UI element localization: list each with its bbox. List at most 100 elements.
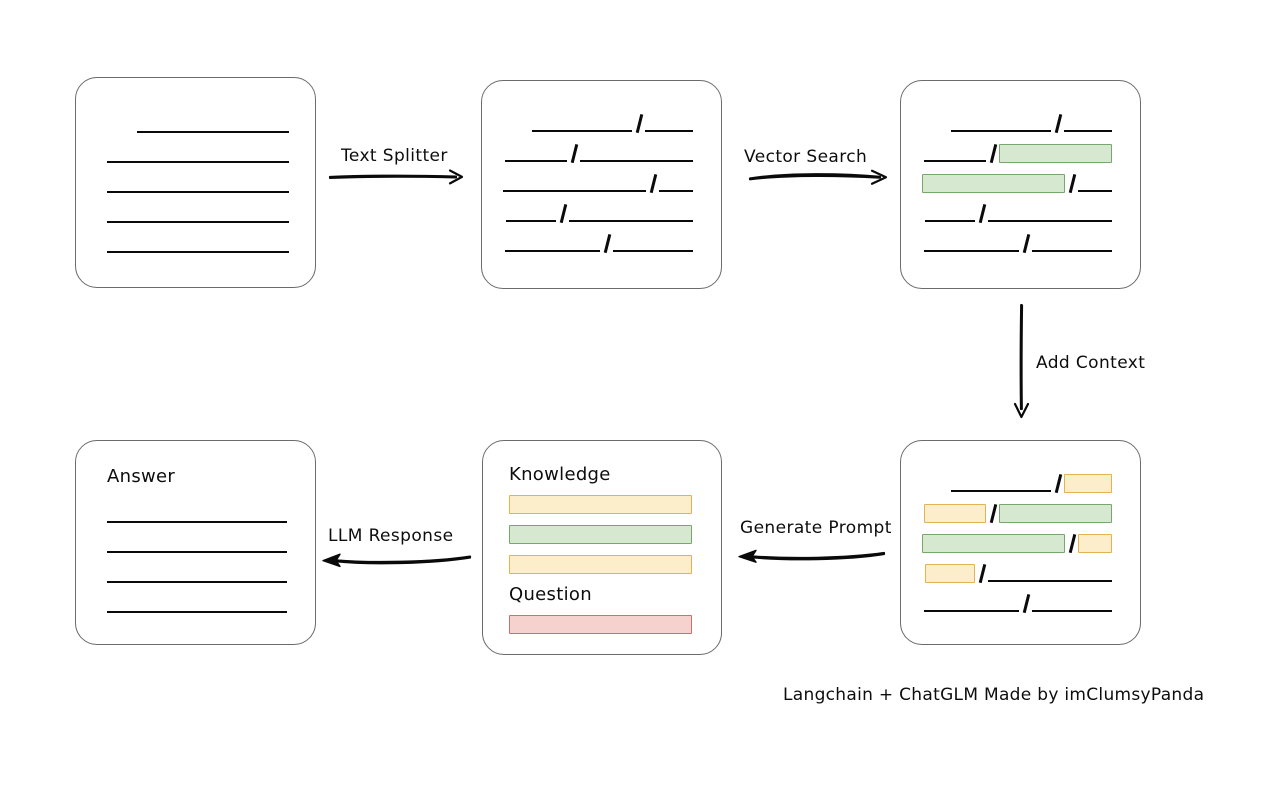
text-line-segment bbox=[107, 191, 289, 193]
card-source-document[interactable] bbox=[75, 77, 316, 288]
chunk-line bbox=[505, 232, 693, 254]
chunk-line bbox=[951, 112, 1112, 134]
text-line-segment bbox=[613, 250, 693, 252]
highlight-chip-yellow bbox=[924, 503, 986, 523]
text-line-segment bbox=[580, 160, 693, 162]
chunk-line bbox=[925, 562, 1112, 584]
highlight-chip-green bbox=[999, 503, 1112, 523]
prompt-bar bbox=[509, 613, 692, 635]
document-line bbox=[107, 503, 287, 525]
text-line-segment bbox=[924, 160, 986, 162]
slash-separator-icon bbox=[1065, 533, 1078, 553]
knowledge-label: Knowledge bbox=[509, 464, 611, 485]
highlight-chip-yellow bbox=[509, 494, 692, 514]
highlight-chip-green bbox=[999, 143, 1112, 163]
arrow-generate-prompt bbox=[738, 549, 886, 563]
chunk-line bbox=[506, 202, 693, 224]
card-split-chunks[interactable] bbox=[481, 80, 722, 289]
arrow-add-context bbox=[1013, 303, 1030, 419]
document-line bbox=[137, 113, 289, 135]
text-line-segment bbox=[532, 130, 632, 132]
document-line bbox=[107, 533, 287, 555]
question-label: Question bbox=[509, 584, 592, 605]
chunk-line bbox=[532, 112, 693, 134]
card-vector-search-results[interactable] bbox=[900, 80, 1141, 289]
arrow-text-splitter bbox=[328, 169, 464, 185]
text-line-segment bbox=[1032, 250, 1112, 252]
highlight-chip-green bbox=[922, 173, 1065, 193]
chunk-line bbox=[503, 172, 693, 194]
text-line-segment bbox=[924, 250, 1019, 252]
text-line-segment bbox=[645, 130, 693, 132]
text-line-segment bbox=[137, 131, 289, 133]
text-line-segment bbox=[951, 130, 1051, 132]
text-line-segment bbox=[107, 521, 287, 523]
slash-separator-icon bbox=[1019, 233, 1032, 253]
slash-separator-icon bbox=[556, 203, 569, 223]
text-line-segment bbox=[988, 220, 1112, 222]
slash-separator-icon bbox=[1051, 113, 1064, 133]
edge-label-vector-search: Vector Search bbox=[744, 147, 868, 167]
text-line-segment bbox=[503, 190, 646, 192]
answer-lines bbox=[76, 441, 315, 644]
chunk-line bbox=[925, 202, 1112, 224]
document-line bbox=[107, 173, 289, 195]
text-line-segment bbox=[107, 581, 287, 583]
slash-separator-icon bbox=[986, 503, 999, 523]
chunk-line bbox=[922, 532, 1112, 554]
chunk-line bbox=[924, 142, 1112, 164]
chunk-line bbox=[922, 172, 1112, 194]
edge-label-generate-prompt: Generate Prompt bbox=[740, 518, 892, 538]
question-bars bbox=[483, 441, 721, 654]
highlight-chip-green bbox=[922, 533, 1065, 553]
document-line bbox=[107, 143, 289, 165]
slash-separator-icon bbox=[1065, 173, 1078, 193]
text-line-segment bbox=[659, 190, 693, 192]
slash-separator-icon bbox=[600, 233, 613, 253]
highlight-chip-yellow bbox=[925, 563, 975, 583]
footer-credit: Langchain + ChatGLM Made by imClumsyPand… bbox=[783, 685, 1205, 705]
arrow-vector-search bbox=[748, 169, 888, 185]
slash-separator-icon bbox=[975, 563, 988, 583]
prompt-bar bbox=[509, 523, 692, 545]
edge-label-add-context: Add Context bbox=[1036, 353, 1146, 373]
vector-results-lines bbox=[901, 81, 1140, 288]
text-line-segment bbox=[505, 250, 600, 252]
split-chunks-lines bbox=[482, 81, 721, 288]
slash-separator-icon bbox=[986, 143, 999, 163]
chunk-line bbox=[924, 232, 1112, 254]
text-line-segment bbox=[1064, 130, 1112, 132]
document-line bbox=[107, 233, 289, 255]
chunk-line bbox=[505, 142, 693, 164]
text-line-segment bbox=[569, 220, 693, 222]
highlight-chip-yellow bbox=[1078, 533, 1112, 553]
slash-separator-icon bbox=[975, 203, 988, 223]
document-line bbox=[107, 563, 287, 585]
highlight-chip-red bbox=[509, 614, 692, 634]
arrow-llm-response bbox=[322, 553, 472, 568]
text-line-segment bbox=[951, 490, 1051, 492]
highlight-chip-green bbox=[509, 524, 692, 544]
text-line-segment bbox=[1078, 190, 1112, 192]
text-line-segment bbox=[107, 611, 287, 613]
slash-separator-icon bbox=[1051, 473, 1064, 493]
highlight-chip-yellow bbox=[509, 554, 692, 574]
prompt-bar bbox=[509, 493, 692, 515]
answer-title: Answer bbox=[107, 466, 176, 487]
chunk-line bbox=[951, 472, 1112, 494]
context-augmented-lines bbox=[901, 441, 1140, 644]
card-context-augmented[interactable] bbox=[900, 440, 1141, 645]
edge-label-text-splitter: Text Splitter bbox=[341, 146, 448, 166]
knowledge-bars bbox=[483, 441, 721, 654]
slash-separator-icon bbox=[1019, 593, 1032, 613]
text-line-segment bbox=[506, 220, 556, 222]
card-answer[interactable]: Answer bbox=[75, 440, 316, 645]
text-line-segment bbox=[1032, 610, 1112, 612]
prompt-bar bbox=[509, 553, 692, 575]
card-generated-prompt[interactable]: Knowledge Question bbox=[482, 440, 722, 655]
text-line-segment bbox=[924, 610, 1019, 612]
highlight-chip-yellow bbox=[1064, 473, 1112, 493]
text-line-segment bbox=[925, 220, 975, 222]
document-line bbox=[107, 203, 289, 225]
